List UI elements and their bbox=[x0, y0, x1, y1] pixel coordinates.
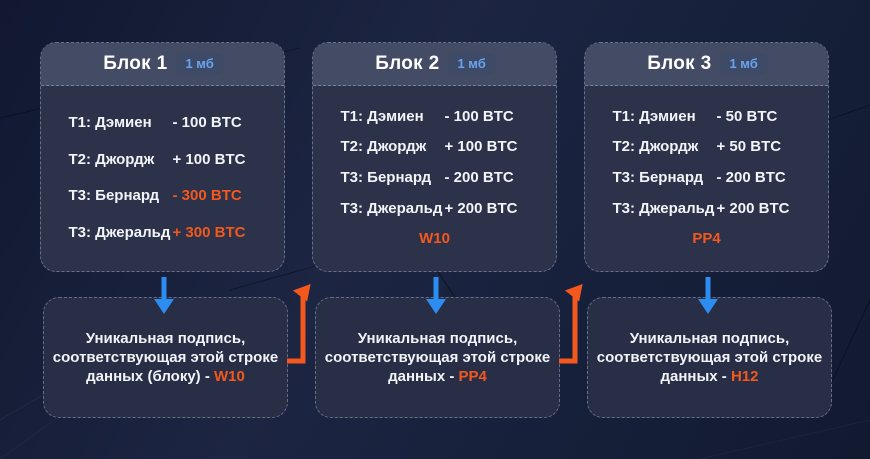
tx-amount: + 100 BTC bbox=[444, 138, 518, 156]
tx-label: T1: Дэмиен bbox=[612, 107, 696, 125]
block-2-prev-hash-code: W10 bbox=[419, 230, 450, 248]
block-3: Блок 3 1 мб T1: Дэмиен - 50 BTC T2: Джор… bbox=[584, 42, 829, 272]
transaction-row: T2: Джордж + 100 BTC bbox=[41, 151, 284, 168]
transaction-row: T3: Бернард - 200 BTC bbox=[585, 169, 828, 186]
hash-link-arrow-icon-2 bbox=[559, 284, 583, 364]
signature-line-prefix: данных - bbox=[388, 368, 459, 385]
tx-label: T3: Джеральд bbox=[340, 199, 443, 217]
signature-hash-code: W10 bbox=[214, 368, 245, 385]
tx-amount: + 100 BTC bbox=[172, 150, 246, 168]
signature-line-prefix: данных - bbox=[660, 368, 731, 385]
signature-line-prefix: данных (блоку) - bbox=[86, 368, 214, 385]
tx-label: T3: Бернард bbox=[68, 187, 160, 205]
signature-line: соответствующая этой строке bbox=[52, 349, 279, 366]
transaction-row: T3: Бернард - 200 BTC bbox=[313, 169, 556, 186]
tx-amount: - 200 BTC bbox=[444, 168, 514, 186]
tx-label: T3: Бернард bbox=[340, 168, 432, 186]
block-2: Блок 2 1 мб T1: Дэмиен - 100 BTC T2: Джо… bbox=[312, 42, 557, 272]
signature-box-3: Уникальная подпись, соответствующая этой… bbox=[587, 297, 832, 418]
tx-label: T3: Джеральд bbox=[612, 199, 715, 217]
signature-line: Уникальная подпись, bbox=[357, 330, 518, 347]
hash-link-arrow-icon-3 bbox=[831, 294, 847, 361]
transaction-row: T1: Дэмиен - 100 BTC bbox=[41, 114, 284, 131]
tx-amount: + 200 BTC bbox=[716, 199, 790, 217]
signature-line: соответствующая этой строке bbox=[596, 349, 823, 366]
block-3-transactions: T1: Дэмиен - 50 BTC T2: Джордж + 50 BTC … bbox=[585, 86, 828, 271]
tx-amount: + 200 BTC bbox=[444, 199, 518, 217]
tx-amount-highlighted: + 300 BTC bbox=[172, 224, 246, 242]
transaction-row: T3: Бернард - 300 BTC bbox=[41, 187, 284, 204]
tx-amount: + 50 BTC bbox=[716, 138, 782, 156]
block-2-title: Блок 2 bbox=[375, 53, 440, 74]
tx-amount: - 100 BTC bbox=[444, 107, 514, 125]
transaction-row: T1: Дэмиен - 100 BTC bbox=[313, 108, 556, 125]
block-2-size-badge: 1 мб bbox=[449, 54, 494, 74]
block-3-size-badge: 1 мб bbox=[721, 54, 766, 74]
signature-line: соответствующая этой строке bbox=[324, 349, 551, 366]
tx-label: T2: Джордж bbox=[68, 150, 155, 168]
signature-box-2: Уникальная подпись, соответствующая этой… bbox=[315, 297, 560, 418]
transaction-row: T3: Джеральд + 300 BTC bbox=[41, 224, 284, 241]
tx-label: T1: Дэмиен bbox=[340, 107, 424, 125]
signature-hash-code: H12 bbox=[730, 368, 759, 385]
signature-box-1: Уникальная подпись, соответствующая этой… bbox=[43, 297, 288, 418]
block-1: Блок 1 1 мб T1: Дэмиен - 100 BTC T2: Джо… bbox=[40, 42, 285, 272]
transaction-row: T3: Джеральд + 200 BTC bbox=[313, 200, 556, 217]
tx-label: T1: Дэмиен bbox=[68, 113, 152, 131]
signature-text: Уникальная подпись, соответствующая этой… bbox=[53, 329, 278, 386]
tx-amount: - 50 BTC bbox=[716, 107, 778, 125]
block-3-header: Блок 3 1 мб bbox=[585, 43, 828, 86]
block-1-size-badge: 1 мб bbox=[177, 54, 222, 74]
tx-amount-highlighted: - 300 BTC bbox=[172, 187, 242, 205]
block-3-prev-hash-code: PP4 bbox=[692, 230, 721, 248]
signature-line: Уникальная подпись, bbox=[629, 330, 790, 347]
tx-label: T3: Джеральд bbox=[68, 224, 171, 242]
transaction-row: T1: Дэмиен - 50 BTC bbox=[585, 108, 828, 125]
block-2-header: Блок 2 1 мб bbox=[313, 43, 556, 86]
tx-amount: - 200 BTC bbox=[716, 168, 786, 186]
block-1-header: Блок 1 1 мб bbox=[41, 43, 284, 86]
signature-text: Уникальная подпись, соответствующая этой… bbox=[325, 329, 550, 386]
tx-label: T3: Бернард bbox=[612, 168, 704, 186]
signature-hash-code: PP4 bbox=[458, 368, 487, 385]
transaction-row: T2: Джордж + 100 BTC bbox=[313, 138, 556, 155]
tx-amount: - 100 BTC bbox=[172, 113, 242, 131]
block-2-transactions: T1: Дэмиен - 100 BTC T2: Джордж + 100 BT… bbox=[313, 86, 556, 271]
signature-text: Уникальная подпись, соответствующая этой… bbox=[597, 329, 822, 386]
block-1-transactions: T1: Дэмиен - 100 BTC T2: Джордж + 100 BT… bbox=[41, 86, 284, 271]
transaction-row: T3: Джеральд + 200 BTC bbox=[585, 200, 828, 217]
tx-label: T2: Джордж bbox=[612, 138, 699, 156]
block-3-title: Блок 3 bbox=[647, 53, 712, 74]
transaction-row: T2: Джордж + 50 BTC bbox=[585, 138, 828, 155]
signature-line: Уникальная подпись, bbox=[85, 330, 246, 347]
tx-label: T2: Джордж bbox=[340, 138, 427, 156]
block-1-title: Блок 1 bbox=[103, 53, 168, 74]
hash-link-arrow-icon-1 bbox=[287, 284, 311, 364]
